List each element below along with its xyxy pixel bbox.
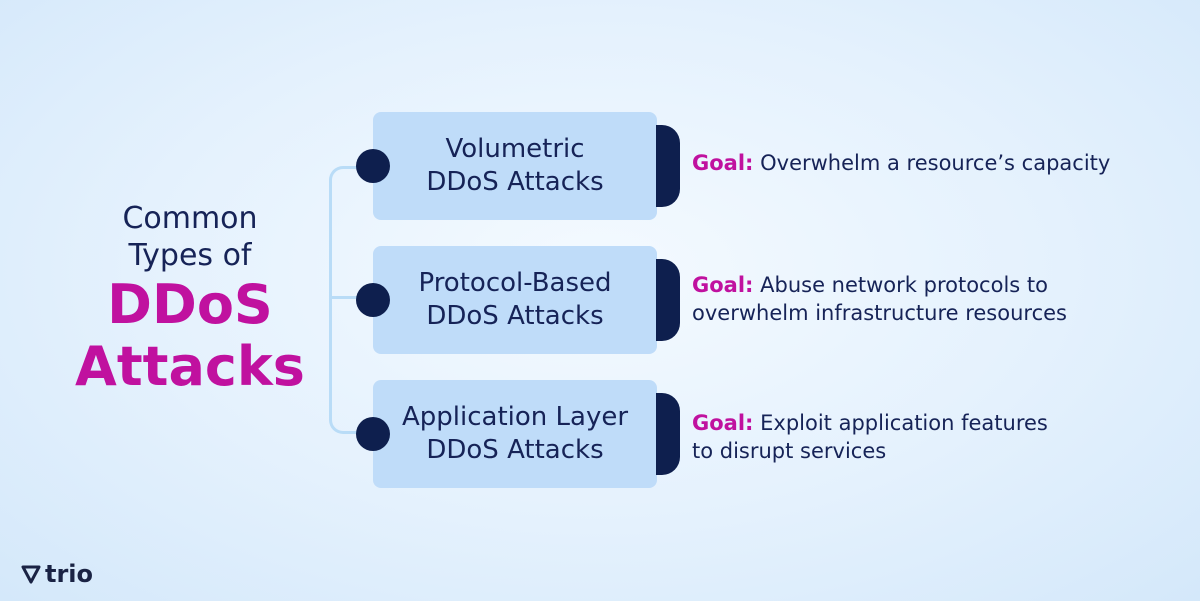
attack-goal-application-layer: Goal: Exploit application features to di…: [692, 409, 1048, 465]
attack-name-line-1: Application Layer: [401, 402, 629, 432]
goal-label: Goal:: [692, 151, 754, 175]
attack-card-tab: [656, 393, 680, 475]
logo-text: trio: [45, 560, 94, 588]
attack-name-line-2: DDoS Attacks: [426, 167, 604, 197]
attack-card-tab: [656, 125, 680, 207]
diagram-title: Common Types of DDoS Attacks: [40, 200, 340, 398]
title-line-3: DDoS: [107, 273, 273, 336]
node-dot: [356, 149, 390, 183]
title-line-4: Attacks: [75, 335, 305, 398]
goal-text-line-1: Exploit application features: [760, 411, 1048, 435]
node-dot: [356, 283, 390, 317]
attack-card-volumetric: Volumetric DDoS Attacks: [373, 112, 657, 220]
trio-logo: trio: [20, 560, 93, 588]
goal-text-line-1: Abuse network protocols to: [760, 273, 1048, 297]
goal-text-line-1: Overwhelm a resource’s capacity: [760, 151, 1111, 175]
goal-label: Goal:: [692, 273, 754, 297]
branch-connector: [329, 166, 369, 434]
attack-name-line-2: DDoS Attacks: [426, 435, 604, 465]
attack-name-line-2: DDoS Attacks: [426, 301, 604, 331]
goal-text-line-2: to disrupt services: [692, 439, 887, 463]
trio-shield-icon: [21, 565, 41, 584]
attack-goal-protocol-based: Goal: Abuse network protocols to overwhe…: [692, 271, 1067, 327]
attack-card-protocol-based: Protocol-Based DDoS Attacks: [373, 246, 657, 354]
branch-connector-middle: [330, 296, 370, 299]
title-line-2: Types of: [128, 238, 252, 273]
node-dot: [356, 417, 390, 451]
attack-card-application-layer: Application Layer DDoS Attacks: [373, 380, 657, 488]
attack-card-tab: [656, 259, 680, 341]
goal-label: Goal:: [692, 411, 754, 435]
attack-goal-volumetric: Goal: Overwhelm a resource’s capacity: [692, 149, 1110, 177]
attack-name-line-1: Volumetric: [445, 134, 585, 164]
title-line-1: Common: [122, 201, 258, 236]
attack-name-line-1: Protocol-Based: [418, 268, 612, 298]
goal-text-line-2: overwhelm infrastructure resources: [692, 301, 1067, 325]
